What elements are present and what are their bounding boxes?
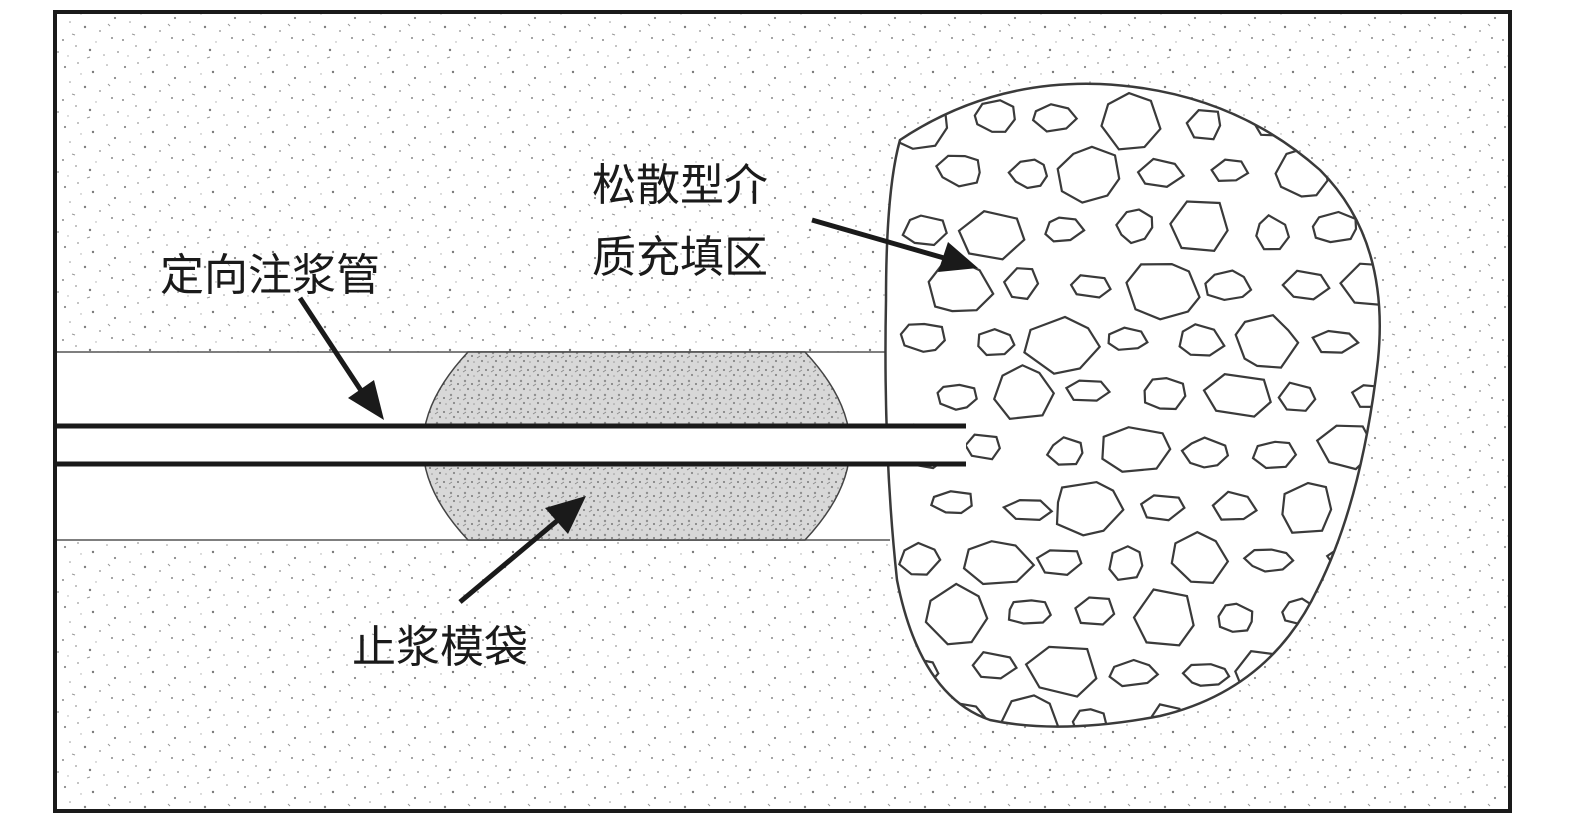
gravel-stone: [1350, 384, 1380, 409]
gravel-stone: [1074, 596, 1116, 626]
gravel-stone: [1281, 269, 1331, 301]
gravel-stone: [1255, 213, 1291, 251]
gravel-stone: [1169, 200, 1229, 252]
gravel-stone: [1071, 708, 1108, 727]
gravel-stone: [1180, 436, 1230, 469]
gravel-stone: [1281, 481, 1333, 534]
gravel-stone: [971, 650, 1019, 680]
gravel-stone: [1056, 145, 1121, 204]
gravel-stone: [1108, 658, 1160, 688]
gravel-stone: [1132, 588, 1195, 647]
gravel-stone: [1181, 663, 1231, 687]
gravel-stone: [929, 490, 973, 515]
grout-bag-label: 止浆模袋: [352, 622, 528, 673]
gravel-stone: [1115, 208, 1154, 245]
gravel-stone: [1108, 545, 1144, 581]
gravel-stone: [1277, 381, 1317, 412]
gravel-stone: [1150, 703, 1186, 727]
gravel-stone: [924, 582, 989, 646]
gravel-stone: [1100, 91, 1162, 151]
gravel-stone: [936, 383, 978, 411]
gravel-stone: [1035, 549, 1083, 577]
gravel-stone: [962, 540, 1036, 586]
gravel-stone: [1178, 323, 1226, 357]
gravel-stone: [1064, 379, 1112, 402]
pipe-label: 定向注浆管: [160, 250, 380, 301]
gravel-stone: [1002, 267, 1040, 301]
gravel-stone: [1202, 373, 1272, 418]
gravel-stone: [1211, 490, 1259, 521]
gravel-stone: [1217, 602, 1254, 633]
gravel-stone: [935, 154, 981, 188]
grout-bag-arrow: [458, 496, 586, 604]
gravel-stone: [1315, 424, 1377, 471]
gravel-stone: [992, 364, 1056, 420]
gravel-stone: [897, 541, 942, 576]
gravel-stone: [1234, 313, 1300, 369]
gravel-stone: [1045, 436, 1084, 466]
gravel-stone: [1136, 157, 1186, 188]
gravel-stone: [1185, 109, 1222, 141]
gravel-stone: [1125, 262, 1201, 321]
gravel-stone: [901, 214, 948, 247]
filling-zone-arrow: [811, 217, 978, 272]
gravel-stone: [1007, 599, 1053, 625]
gravel-stone: [1101, 426, 1172, 473]
pipe-arrow: [297, 296, 384, 420]
gravel-stone: [1311, 329, 1360, 354]
filling-zone-label-line1: 松散型介: [592, 160, 768, 211]
gravel-stone: [1170, 530, 1230, 585]
gravel-stone: [1055, 480, 1125, 537]
gravel-stone: [1069, 274, 1112, 299]
gravel-stone: [957, 210, 1026, 261]
gravel-stone: [1023, 315, 1102, 375]
gravel-stone: [973, 99, 1016, 133]
diagram-frame: [53, 10, 1512, 813]
pipe-interior: [56, 426, 966, 464]
gravel-stone: [1024, 645, 1098, 698]
gravel-stone: [1001, 498, 1054, 522]
gravel-stone: [1031, 103, 1079, 133]
gravel-stone: [1143, 376, 1187, 411]
gravel-stone: [1139, 494, 1186, 522]
gravel-stone: [1107, 326, 1149, 351]
gravel-stone: [1311, 210, 1358, 244]
gravel-stone: [899, 322, 947, 353]
gravel-stone: [1242, 548, 1295, 573]
gravel-stone: [977, 328, 1016, 357]
gravel-stone: [1210, 158, 1250, 183]
loose-filling-zone: [884, 82, 1381, 728]
gravel-stone: [1339, 262, 1380, 307]
gravel-stone: [1007, 158, 1049, 190]
filling-zone-label-line2: 质充填区: [592, 232, 768, 283]
gravel-stone: [1044, 216, 1086, 243]
gravel-stone: [1000, 694, 1062, 727]
gravel-stone: [1251, 440, 1298, 470]
gravel-stone: [1204, 269, 1253, 302]
